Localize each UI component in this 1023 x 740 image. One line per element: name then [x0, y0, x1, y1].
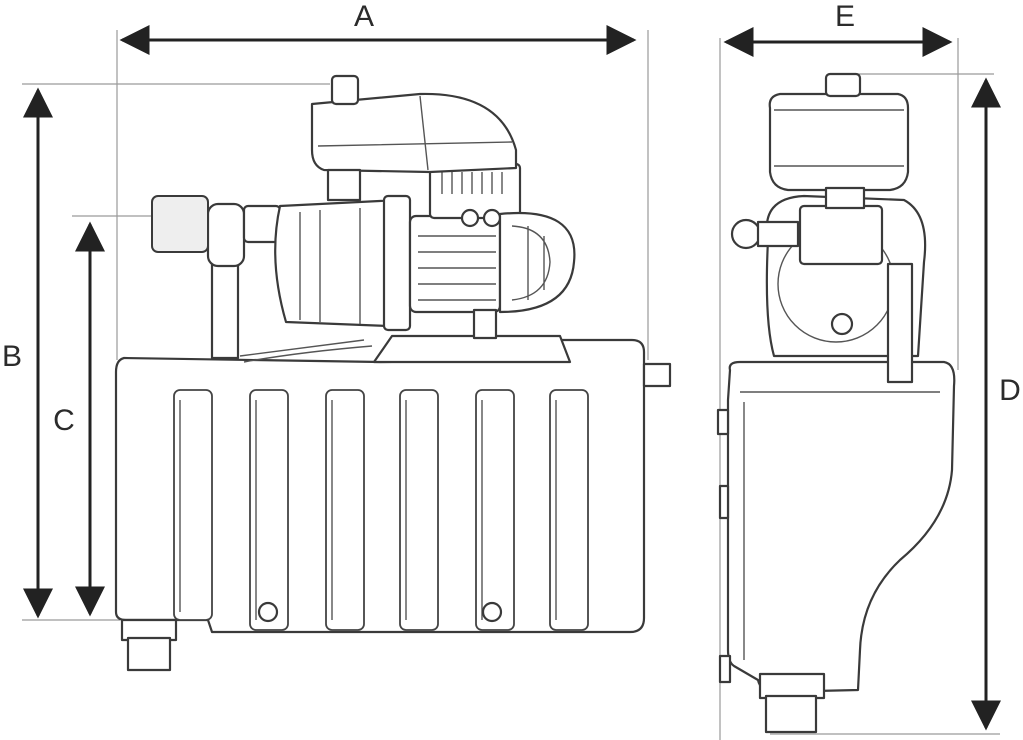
motor-fan-cover	[498, 211, 576, 314]
inlet-elbow	[206, 202, 246, 268]
dimension-e-label: E	[835, 0, 855, 33]
terminal-knob	[460, 208, 480, 228]
front-view: A B C	[2, 0, 672, 672]
inlet-cap	[151, 195, 209, 253]
tank-rib	[325, 389, 365, 631]
side-valve-handle	[730, 218, 762, 250]
side-view: E D	[716, 0, 1021, 740]
side-controller-stem	[824, 186, 866, 210]
tank-rib	[249, 389, 289, 631]
side-valve-stem	[756, 220, 800, 248]
motor-foot	[472, 308, 498, 340]
drain-pipe	[126, 636, 172, 672]
motor-body	[408, 214, 502, 314]
tank-rib	[549, 389, 589, 631]
side-controller-cap	[824, 72, 862, 98]
pressure-controller	[310, 92, 518, 174]
controller-stem	[326, 168, 362, 202]
controller-cap	[330, 74, 360, 106]
motor-mount	[372, 334, 572, 364]
tank-rib	[399, 389, 439, 631]
side-bracket	[718, 654, 732, 684]
tank-rib	[173, 389, 213, 621]
side-drain-fitting	[758, 672, 826, 700]
overflow-outlet	[642, 362, 672, 388]
inlet-pipe	[210, 260, 240, 360]
tank-rib	[475, 389, 515, 631]
side-controller	[768, 92, 910, 192]
side-drain-pipe	[764, 694, 818, 734]
pump-housing	[274, 198, 402, 328]
pump-flange	[382, 194, 412, 332]
side-drain-plug	[830, 312, 854, 336]
tank-side	[726, 360, 956, 694]
terminal-knob	[482, 208, 502, 228]
screw-icon	[481, 601, 503, 623]
side-bracket	[716, 408, 730, 436]
dimension-c-label: C	[53, 404, 75, 437]
side-riser-pipe	[886, 262, 914, 384]
dimension-b-label: B	[2, 340, 22, 373]
dimension-d-label: D	[999, 374, 1021, 407]
tank	[114, 338, 672, 672]
screw-icon	[257, 601, 279, 623]
side-outlet-block	[798, 204, 884, 266]
side-bracket	[718, 484, 730, 520]
dimension-a-label: A	[354, 0, 374, 33]
